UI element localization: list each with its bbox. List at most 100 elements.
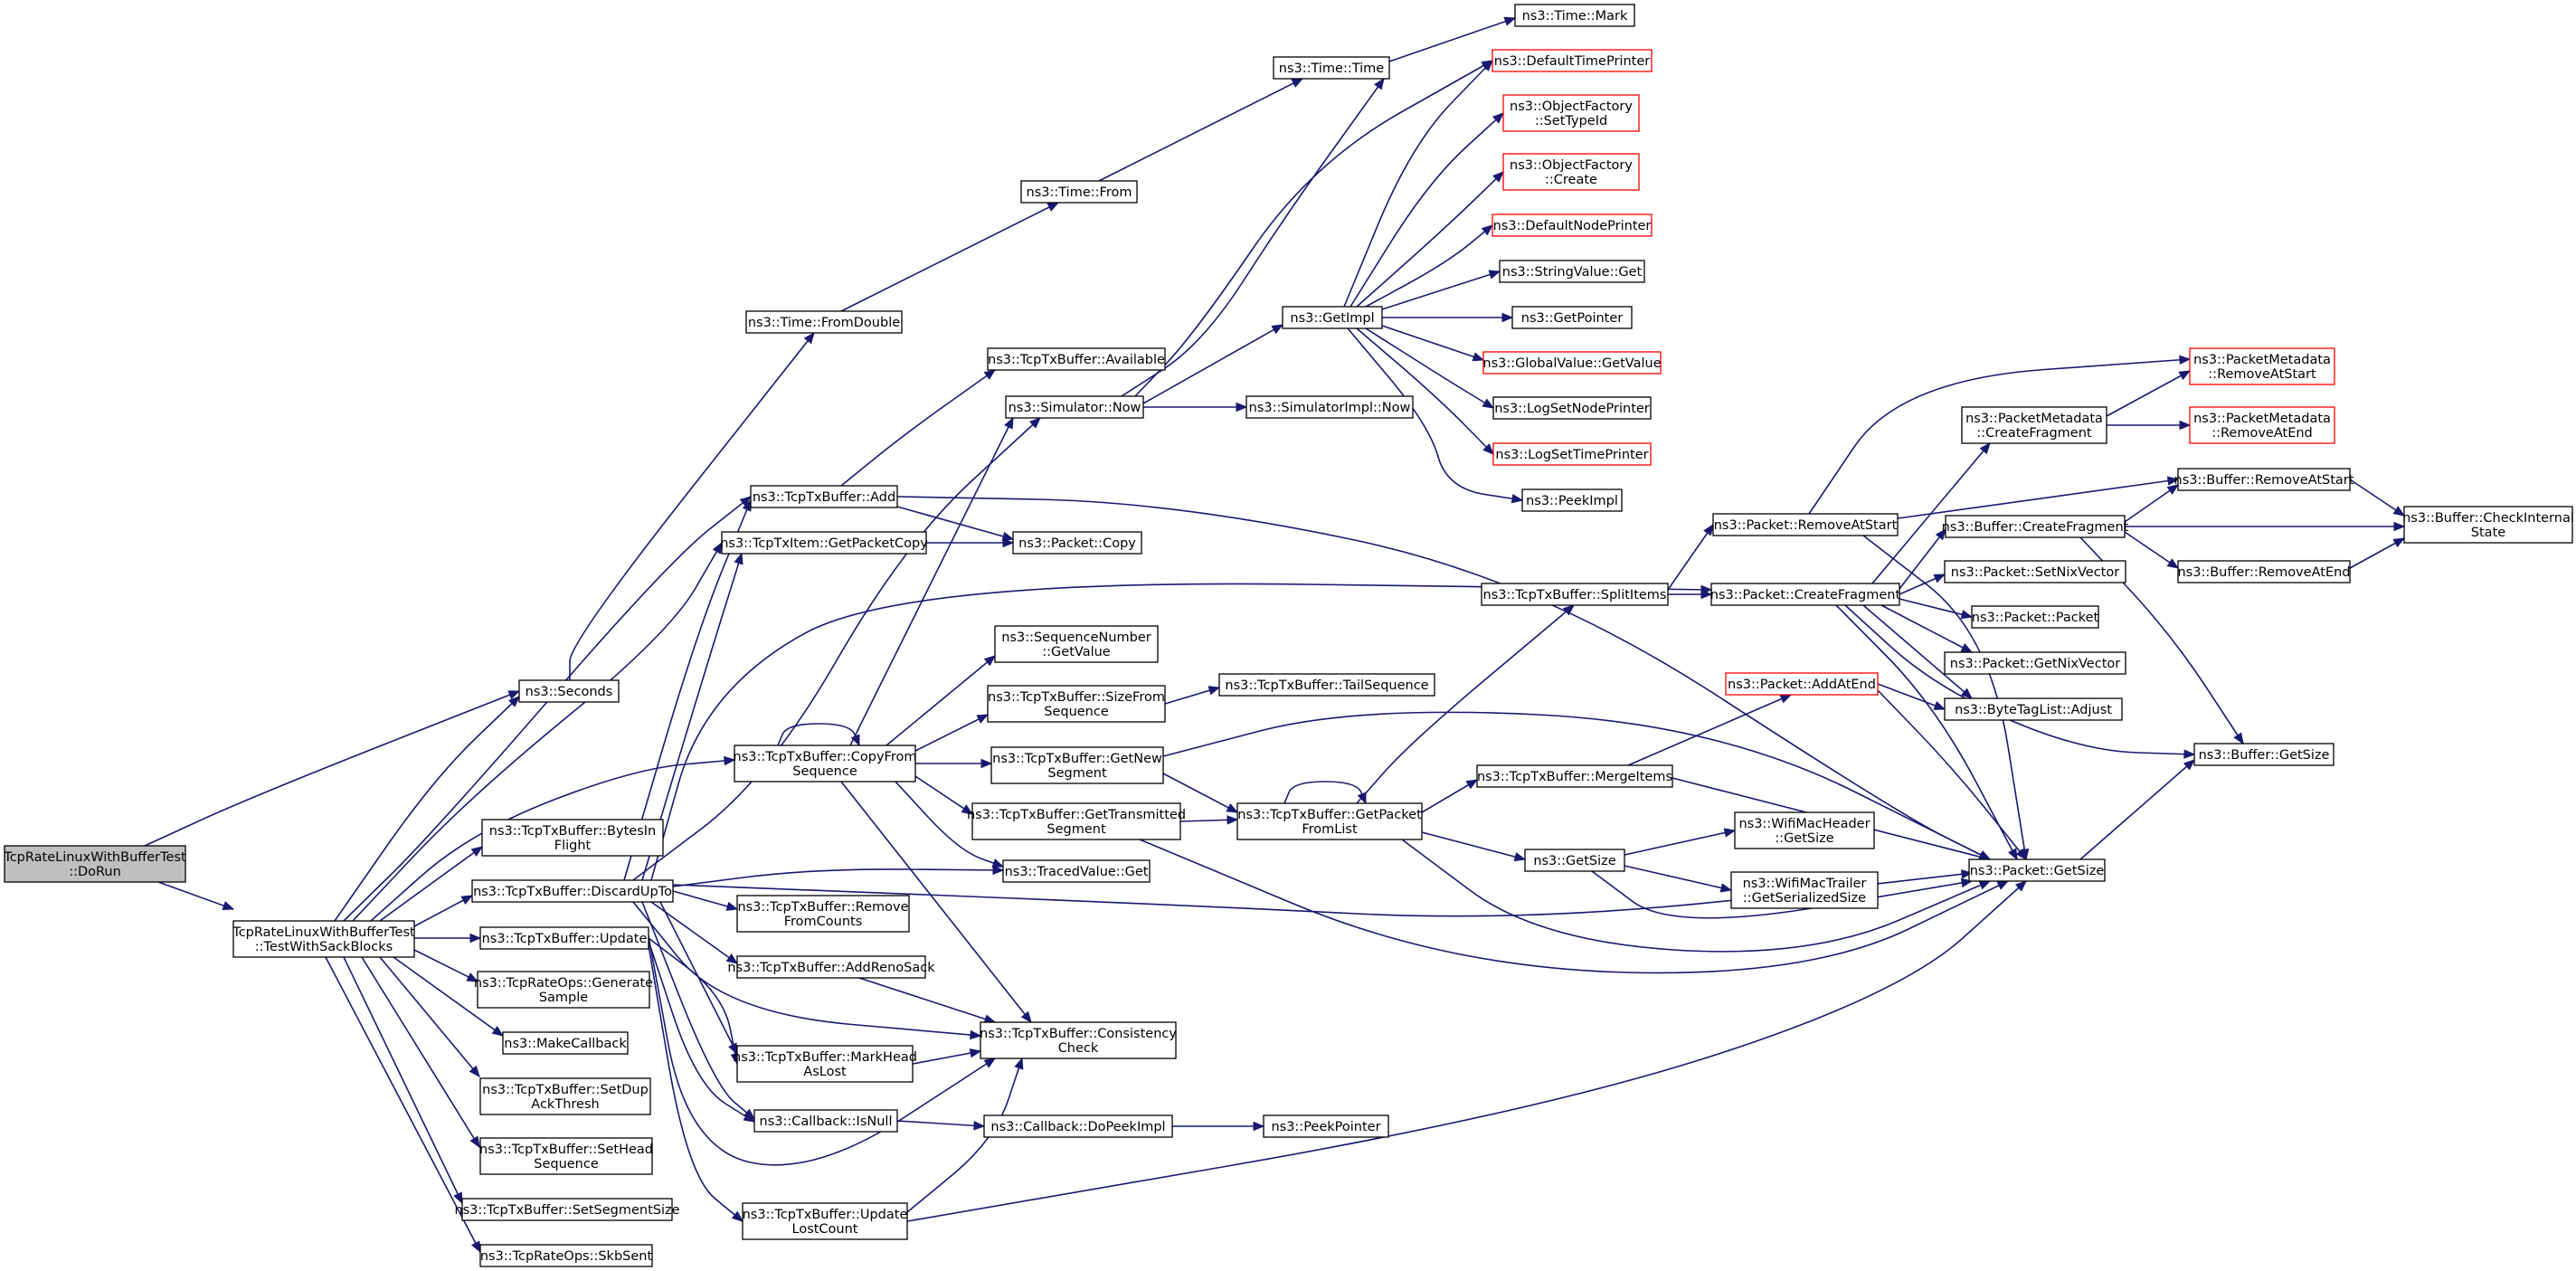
node-label: ns3::TcpTxBuffer::AddRenoSack — [727, 961, 935, 975]
node-string-value-get[interactable]: ns3::StringValue::Get — [1499, 260, 1645, 283]
node-packet-set-nix-vector[interactable]: ns3::Packet::SetNixVector — [1944, 560, 2126, 583]
node-callback-do-peek-impl[interactable]: ns3::Callback::DoPeekImpl — [983, 1114, 1173, 1138]
edge-packetCreateFragment-to-byteTagListAdjust — [1862, 604, 1974, 699]
node-do-run[interactable]: TcpRateLinuxWithBufferTest::DoRun — [3, 845, 186, 883]
node-packet-meta-create-fragment[interactable]: ns3::PacketMetadata::CreateFragment — [1961, 406, 2107, 444]
node-make-callback[interactable]: ns3::MakeCallback — [502, 1031, 629, 1055]
node-label: ns3::TcpTxBuffer::GetNew — [992, 752, 1162, 766]
edge-discardUpTo-to-txItemGetPacketCopy — [641, 552, 743, 881]
edge-packetCreateFragment-to-packetSetNixVector — [1899, 574, 1946, 595]
edge-getImpl-to-objFactoryCreate — [1356, 171, 1504, 308]
node-time-time[interactable]: ns3::Time::Time — [1273, 56, 1390, 80]
node-time-mark[interactable]: ns3::Time::Mark — [1514, 4, 1635, 27]
node-packet-get-size[interactable]: ns3::Packet::GetSize — [1968, 858, 2106, 882]
node-label: ns3::TcpTxBuffer::BytesIn — [489, 824, 656, 839]
node-callback-is-null[interactable]: ns3::Callback::IsNull — [753, 1109, 898, 1133]
node-label: Sequence — [792, 764, 857, 779]
node-get-impl[interactable]: ns3::GetImpl — [1282, 306, 1383, 329]
node-simulator-impl-now[interactable]: ns3::SimulatorImpl::Now — [1245, 395, 1414, 419]
node-get-pointer[interactable]: ns3::GetPointer — [1511, 306, 1633, 329]
node-discard-up-to[interactable]: ns3::TcpTxBuffer::DiscardUpTo — [471, 879, 674, 903]
node-wifi-mac-header-get-size[interactable]: ns3::WifiMacHeader::GetSize — [1734, 811, 1875, 849]
node-skb-sent[interactable]: ns3::TcpRateOps::SkbSent — [479, 1244, 653, 1267]
node-label: ns3::ByteTagList::Adjust — [1955, 703, 2112, 717]
node-packet-get-nix-vector[interactable]: ns3::Packet::GetNixVector — [1944, 651, 2126, 675]
node-wifi-mac-trailer-get-serialized-size[interactable]: ns3::WifiMacTrailer::GetSerializedSize — [1730, 871, 1879, 909]
node-log-set-node-printer[interactable]: ns3::LogSetNodePrinter — [1492, 396, 1652, 420]
node-label: ::GetSerializedSize — [1743, 891, 1866, 906]
node-seq-get-value[interactable]: ns3::SequenceNumber::GetValue — [994, 625, 1159, 663]
edge-fromDouble-to-timeFrom — [840, 202, 1060, 312]
node-from-double[interactable]: ns3::Time::FromDouble — [745, 310, 903, 334]
node-split-items[interactable]: ns3::TcpTxBuffer::SplitItems — [1481, 583, 1669, 606]
node-merge-items[interactable]: ns3::TcpTxBuffer::MergeItems — [1476, 764, 1673, 788]
node-label: ns3::Time::Time — [1279, 62, 1385, 76]
edge-testWithSack-to-bytesInFlight — [379, 846, 484, 922]
node-ns-get-size[interactable]: ns3::GetSize — [1524, 849, 1625, 872]
node-add-reno-sack[interactable]: ns3::TcpTxBuffer::AddRenoSack — [727, 955, 935, 979]
node-default-time-printer[interactable]: ns3::DefaultTimePrinter — [1492, 49, 1653, 72]
node-packet-meta-remove-at-end[interactable]: ns3::PacketMetadata::RemoveAtEnd — [2189, 406, 2335, 444]
node-tx-buf-add[interactable]: ns3::TcpTxBuffer::Add — [750, 485, 898, 508]
edge-getImpl-to-logSetNodePrinter — [1365, 327, 1495, 409]
node-buffer-remove-at-start[interactable]: ns3::Buffer::RemoveAtStart — [2174, 468, 2354, 491]
node-obj-factory-create[interactable]: ns3::ObjectFactory::Create — [1502, 153, 1640, 191]
edge-nsGetSize-to-wifiMacTrailerGetSerializedSize — [1624, 865, 1733, 893]
node-packet-meta-remove-at-start[interactable]: ns3::PacketMetadata::RemoveAtStart — [2189, 347, 2335, 385]
node-buffer-create-fragment[interactable]: ns3::Buffer::CreateFragment — [1942, 515, 2129, 538]
node-packet-copy[interactable]: ns3::Packet::Copy — [1012, 531, 1142, 555]
node-obj-factory-set-type-id[interactable]: ns3::ObjectFactory::SetTypeId — [1502, 94, 1640, 132]
edge-packetCreateFragment-to-packetMetaCreateFragment — [1871, 441, 1991, 584]
node-test-with-sack[interactable]: TcpRateLinuxWithBufferTest::TestWithSack… — [232, 920, 415, 958]
node-packet-create-fragment[interactable]: ns3::Packet::CreateFragment — [1710, 583, 1901, 606]
node-packet-remove-at-start[interactable]: ns3::Packet::RemoveAtStart — [1712, 513, 1899, 536]
node-global-value-get-value[interactable]: ns3::GlobalValue::GetValue — [1482, 351, 1662, 375]
node-peek-pointer[interactable]: ns3::PeekPointer — [1263, 1114, 1389, 1138]
node-label: ns3::TcpTxBuffer::GetTransmitted — [967, 808, 1186, 822]
edge-txBufAdd-to-packetCopy — [896, 506, 1015, 541]
node-tx-buf-update[interactable]: ns3::TcpTxBuffer::Update — [479, 926, 649, 950]
edge-copyFromSeq-to-tracedValueGet — [895, 781, 1005, 868]
node-byte-tag-list-adjust[interactable]: ns3::ByteTagList::Adjust — [1944, 697, 2123, 721]
edge-txBufAdd-to-txBufAvailable — [840, 369, 997, 487]
node-tx-item-get-packet-copy[interactable]: ns3::TcpTxItem::GetPacketCopy — [720, 531, 928, 555]
node-label: ns3::TcpTxBuffer::TailSequence — [1225, 678, 1428, 693]
node-label: ns3::Time::Mark — [1522, 9, 1628, 24]
node-buffer-get-size[interactable]: ns3::Buffer::GetSize — [2193, 743, 2334, 766]
node-tx-buf-available[interactable]: ns3::TcpTxBuffer::Available — [987, 347, 1166, 371]
node-set-segment-size[interactable]: ns3::TcpTxBuffer::SetSegmentSize — [454, 1198, 680, 1221]
node-log-set-time-printer[interactable]: ns3::LogSetTimePrinter — [1492, 442, 1652, 466]
node-simulator-now[interactable]: ns3::Simulator::Now — [1005, 395, 1144, 419]
node-traced-value-get[interactable]: ns3::TracedValue::Get — [1002, 859, 1151, 883]
node-label: ns3::TcpTxBuffer::MarkHead — [733, 1050, 917, 1065]
node-packet-add-at-end[interactable]: ns3::Packet::AddAtEnd — [1725, 672, 1879, 696]
edge-testWithSack-to-setDupAckThresh — [379, 956, 480, 1078]
node-label: TcpRateLinuxWithBufferTest — [232, 925, 415, 940]
node-packet-packet[interactable]: ns3::Packet::Packet — [1971, 605, 2099, 629]
node-time-from[interactable]: ns3::Time::From — [1020, 180, 1138, 204]
node-buffer-remove-at-end[interactable]: ns3::Buffer::RemoveAtEnd — [2177, 560, 2351, 583]
node-default-node-printer[interactable]: ns3::DefaultNodePrinter — [1492, 213, 1653, 237]
node-seconds[interactable]: ns3::Seconds — [518, 679, 620, 703]
node-label: ns3::TcpTxBuffer::SetHead — [479, 1143, 653, 1157]
node-peek-impl[interactable]: ns3::PeekImpl — [1521, 488, 1623, 512]
node-label: Segment — [1047, 766, 1107, 781]
node-tail-sequence[interactable]: ns3::TcpTxBuffer::TailSequence — [1218, 673, 1435, 697]
node-label: ns3::DefaultTimePrinter — [1494, 54, 1650, 69]
edge-simulatorNow-to-defaultTimePrinter — [1134, 60, 1494, 397]
edge-txBufUpdate-to-markHeadAsLost — [648, 937, 740, 1066]
